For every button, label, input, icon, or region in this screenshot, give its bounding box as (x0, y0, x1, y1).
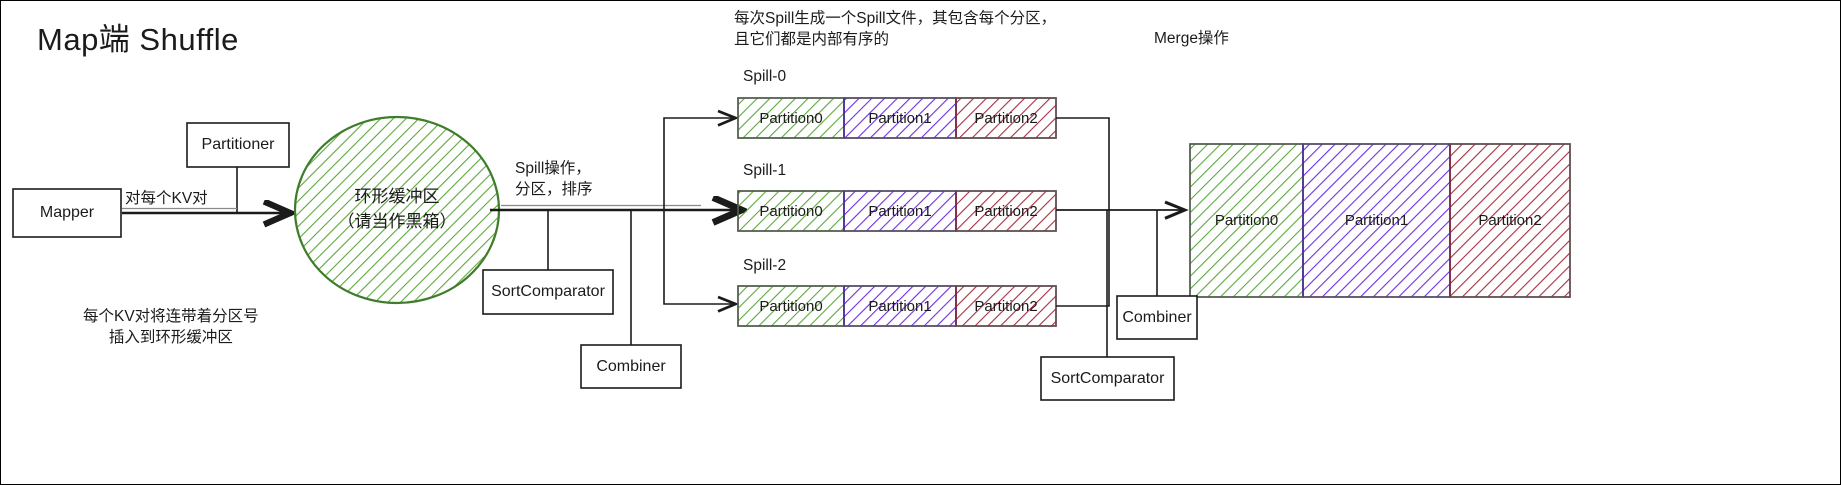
mapper-to-buffer-arrow (122, 209, 288, 214)
spill-1-bar[interactable] (737, 190, 1057, 232)
spill-0-caption: Spill-0 (743, 68, 787, 85)
partitioner-box[interactable] (186, 122, 290, 168)
buffer-to-spill-label: Spill操作， 分区，排序 (515, 160, 593, 198)
spill-note: 每次Spill生成一个Spill文件，其包含每个分区， 且它们都是内部有序的 (734, 10, 1057, 48)
spill-2-bar[interactable] (737, 285, 1057, 327)
merge-note: Merge操作 (1154, 30, 1229, 47)
ring-buffer-line2: （请当作黑箱） (337, 212, 457, 231)
mapper-box[interactable] (12, 188, 122, 238)
sort-comparator-left-box[interactable] (482, 269, 614, 315)
combiner-right-label: Combiner (1122, 308, 1192, 326)
combiner-left-label: Combiner (596, 357, 666, 375)
merged-output-bar[interactable] (1189, 143, 1571, 298)
ring-buffer-label: 环形缓冲区 （请当作黑箱） (301, 179, 493, 241)
mapper-to-buffer-label: 对每个KV对 (125, 190, 208, 207)
spill-0-bar[interactable] (737, 97, 1057, 139)
page-title: Map端 Shuffle (37, 22, 239, 57)
sort-comparator-right-label: SortComparator (1050, 369, 1165, 387)
spill-1-caption: Spill-1 (743, 162, 787, 179)
spill2-to-merge-line (1056, 210, 1110, 307)
partitioner-label: Partitioner (201, 136, 275, 153)
kv-insert-note: 每个KV对将连带着分区号 插入到环形缓冲区 (83, 308, 259, 346)
ring-buffer-line1: 环形缓冲区 (354, 187, 440, 207)
branch-to-spill0 (663, 118, 734, 210)
combiner-right-box[interactable] (1116, 295, 1198, 340)
spill-2-caption: Spill-2 (743, 257, 787, 274)
spill0-to-merge-line (1056, 117, 1110, 210)
branch-to-spill2 (663, 210, 734, 304)
mapper-label: Mapper (39, 204, 95, 221)
combiner-left-box[interactable] (580, 344, 682, 389)
buffer-to-spill-arrow (490, 206, 739, 211)
sort-comparator-left-label: SortComparator (491, 283, 605, 300)
